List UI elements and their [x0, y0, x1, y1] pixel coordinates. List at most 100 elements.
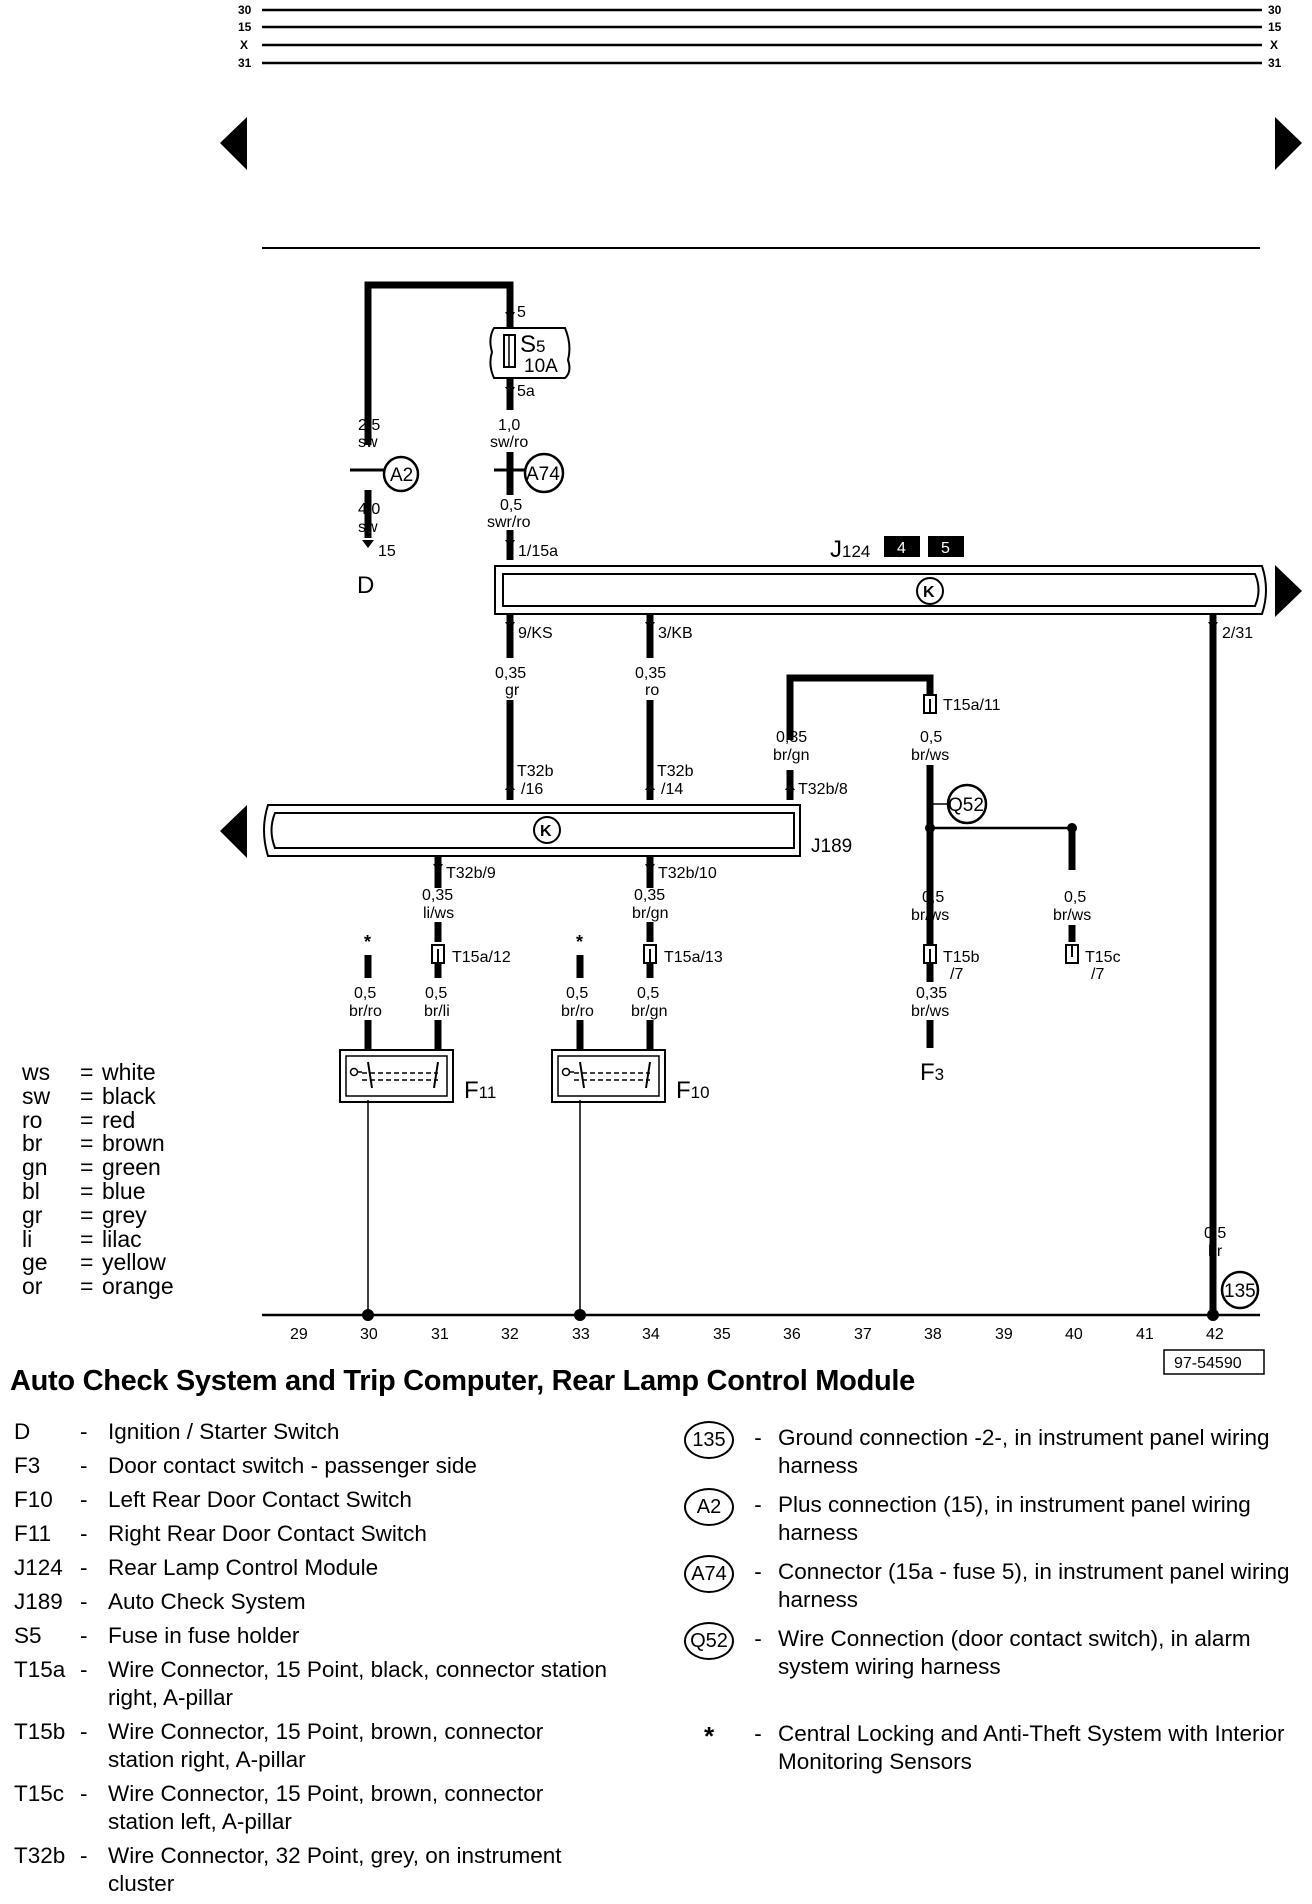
key-item: F3-Door contact switch - passenger side [14, 1452, 614, 1480]
key-dash: - [80, 1521, 88, 1546]
fuse-out-color: sw/ro [490, 434, 528, 451]
q52-label: Q52 [948, 795, 984, 816]
key-description: Fuse in fuse holder [108, 1623, 300, 1648]
key-item: T15b-Wire Connector, 15 Point, brown, co… [14, 1718, 614, 1774]
t15b-color: br/ws [911, 1003, 949, 1020]
f3-up-color: br/ws [911, 907, 949, 924]
figure-id-box [1163, 1349, 1265, 1375]
key-description: Wire Connector, 15 Point, brown, connect… [108, 1719, 544, 1772]
f10-a-gauge: 0,5 [566, 985, 588, 1002]
kb-pin: 3/KB [658, 625, 693, 642]
connection-symbol: Q52 [680, 1619, 738, 1663]
t15b-gauge: 0,35 [916, 985, 947, 1002]
key-description: Auto Check System [108, 1589, 306, 1614]
j124-in-pin: 1/15a [518, 543, 558, 560]
j124-page-ref-4-text: 4 [897, 540, 906, 557]
track-39: 39 [995, 1326, 1013, 1343]
key-connection-item: A74-Connector (15a - fuse 5), in instrum… [680, 1552, 1305, 1614]
equals-sign: = [80, 1130, 94, 1157]
asterisk-icon: * [703, 1721, 715, 1751]
color-code: li [22, 1225, 33, 1252]
equals-sign: = [80, 1059, 94, 1085]
color-legend-item: ge = yellow [22, 1251, 174, 1275]
t32b10-gauge: 0,35 [634, 887, 665, 904]
j189-module-symbol-k: K [540, 823, 552, 840]
t15a11-label: T15a/11 [943, 697, 1001, 714]
key-code: J189 [14, 1589, 63, 1614]
key-dash: - [754, 1425, 762, 1450]
track-33: 33 [572, 1326, 590, 1343]
d-component-label: D [357, 572, 374, 599]
equals-sign: = [80, 1106, 94, 1133]
t15b-pin: /7 [950, 966, 963, 983]
key-item: T15a-Wire Connector, 15 Point, black, co… [14, 1656, 614, 1712]
equals-sign: = [80, 1082, 94, 1109]
color-code: ge [22, 1249, 48, 1276]
key-code: F3 [14, 1453, 41, 1478]
rail-label-15-left: 15 [238, 20, 252, 34]
color-name: white [102, 1059, 156, 1085]
color-name: lilac [102, 1225, 142, 1252]
rail-label-31-left: 31 [238, 56, 252, 70]
color-code: gn [22, 1154, 48, 1181]
track-31: 31 [431, 1326, 449, 1343]
a2-connection-circle [382, 455, 420, 493]
key-code: T15a [14, 1657, 66, 1682]
connection-circle-icon: A2 [684, 1488, 734, 1526]
rail-label-x-right: X [1270, 38, 1278, 52]
f11-label: F11 [464, 1077, 496, 1104]
equals-sign: = [80, 1201, 94, 1228]
t15a11-color: br/ws [911, 747, 949, 764]
j124-module-box [494, 565, 1267, 615]
f10-star: * [576, 932, 583, 952]
equals-sign: = [80, 1249, 94, 1276]
key-dash: - [80, 1719, 88, 1744]
color-legend-item: or=orange [22, 1274, 174, 1299]
key-description: Wire Connection (door contact switch), i… [778, 1626, 1251, 1679]
wiring-diagram: 30 15 X 31 30 15 X 31 A2 2,5 sw 4,0 sw 1… [220, 3, 1302, 1375]
t15c-pin: /7 [1091, 966, 1104, 983]
fuse-pin-out: 5a [517, 383, 535, 400]
color-name: blue [102, 1177, 146, 1204]
key-dash: - [80, 1657, 88, 1682]
j124-module-symbol-k: K [923, 584, 935, 601]
t32b8-wire [786, 674, 934, 740]
t15a11-gauge: 0,5 [920, 729, 942, 746]
connection-circle-icon: 135 [684, 1421, 734, 1459]
ks-gauge: 0,35 [495, 665, 526, 682]
color-name: green [102, 1154, 161, 1181]
color-legend-item: bl=blue [22, 1177, 174, 1204]
ground-135-circle [1220, 1270, 1260, 1310]
key-description: Plus connection (15), in instrument pane… [778, 1492, 1251, 1545]
fuse-out-gauge: 1,0 [498, 417, 520, 434]
t15c-color: br/ws [1053, 907, 1091, 924]
d-wire-bottom-color: sw [358, 519, 378, 536]
key-dash: - [80, 1555, 88, 1580]
key-item: J189-Auto Check System [14, 1588, 614, 1616]
f11-star: * [364, 932, 371, 952]
color-name: red [102, 1106, 136, 1133]
key-description: Left Rear Door Contact Switch [108, 1487, 412, 1512]
key-star-item: *-Central Locking and Anti-Theft System … [680, 1714, 1305, 1776]
connection-symbol: A2 [680, 1485, 738, 1529]
equals-sign: = [80, 1177, 94, 1204]
ks-color: gr [505, 682, 520, 699]
track-42: 42 [1206, 1326, 1224, 1343]
star-symbol: * [680, 1714, 738, 1758]
key-item: S5-Fuse in fuse holder [14, 1622, 614, 1650]
track-41: 41 [1136, 1326, 1154, 1343]
t32b8-color: br/gn [773, 747, 809, 764]
t32b9-color: li/ws [423, 905, 454, 922]
key-connection-item: Q52-Wire Connection (door contact switch… [680, 1619, 1305, 1681]
track-30: 30 [360, 1326, 378, 1343]
key-description: Right Rear Door Contact Switch [108, 1521, 427, 1546]
color-name: yellow [102, 1249, 166, 1276]
t15c-gauge: 0,5 [1064, 889, 1086, 906]
j124-gnd-color: br [1208, 1243, 1223, 1260]
j124-module-symbol [916, 577, 944, 605]
ks-pin: 9/KS [518, 625, 553, 642]
color-name: black [102, 1082, 156, 1109]
key-connection-item: A2-Plus connection (15), in instrument p… [680, 1485, 1305, 1547]
color-code: br [22, 1130, 43, 1157]
